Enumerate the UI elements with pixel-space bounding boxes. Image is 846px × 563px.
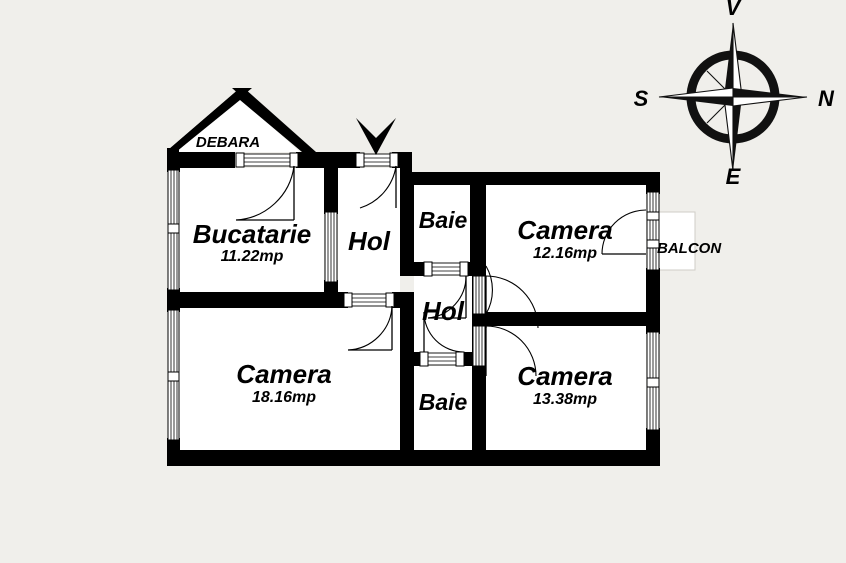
window-bucatarie-hol xyxy=(324,211,338,283)
compass-point-w-dark xyxy=(659,97,733,106)
doors xyxy=(235,152,647,377)
room-fill-camera-ne xyxy=(486,185,646,313)
wall-debara-roof-b xyxy=(232,88,316,152)
room-fill-camera-sw xyxy=(178,306,400,452)
label-hol-top: Hol xyxy=(348,226,391,256)
compass-point-n-dark xyxy=(724,23,733,97)
wall-holmid-left-a xyxy=(400,292,414,366)
room-fill-hol-top xyxy=(338,168,400,294)
door-holmid-upper xyxy=(485,265,493,315)
door-entrance-hol xyxy=(355,152,399,209)
label-camera-ne: Camera xyxy=(517,215,612,245)
room-fill-camera-se xyxy=(486,326,646,452)
label-debara: DEBARA xyxy=(196,134,260,151)
wall-camera-sw-top-right xyxy=(392,292,414,308)
window-right-lower xyxy=(646,331,660,431)
label-bucatarie: Bucatarie xyxy=(193,219,312,249)
wall-baie-top-right xyxy=(470,185,486,275)
door-baie-top xyxy=(423,261,469,319)
label-camera-sw-area: 18.16mp xyxy=(252,389,316,406)
window-left-upper xyxy=(167,169,180,291)
compass-point-e-light xyxy=(732,96,808,107)
compass-label-top: V xyxy=(726,0,743,20)
wall-baie-top-bottom-left xyxy=(400,262,426,276)
compass-point-s-dark xyxy=(733,97,742,171)
wall-baie-top-bottom-right xyxy=(466,262,486,276)
wall-bucatarie-right-a xyxy=(324,164,338,214)
wall-right-seg-1 xyxy=(646,172,660,194)
room-fill-baie-top xyxy=(414,185,472,263)
wall-debara-roof-a xyxy=(168,88,252,152)
label-bucatarie-area: 11.22mp xyxy=(221,248,284,265)
wall-bucatarie-top-left xyxy=(167,152,235,168)
wall-right-seg-2 xyxy=(646,268,660,334)
compass-rose: V N E S xyxy=(634,0,835,189)
wall-holmid-left-b xyxy=(400,366,414,452)
wall-bottom-exterior xyxy=(167,450,660,466)
wall-baie-top-left xyxy=(400,172,414,274)
label-balcon: BALCON xyxy=(657,240,722,257)
wall-baie-bot-top-left xyxy=(400,352,424,366)
label-baie-bottom: Baie xyxy=(419,389,468,415)
door-camera-ne xyxy=(485,275,539,329)
wall-hol-top-left xyxy=(332,152,360,168)
room-labels: DEBARA Bucatarie 11.22mp Hol Baie Camera… xyxy=(193,134,723,415)
compass-label-bottom: E xyxy=(726,164,742,189)
label-hol-mid: Hol xyxy=(422,296,465,326)
balcony-area xyxy=(656,211,696,271)
door-balcony xyxy=(601,209,647,255)
door-debara-bucatarie xyxy=(235,152,299,221)
window-left-lower xyxy=(167,309,180,441)
wall-corner-nub xyxy=(400,152,412,174)
room-fill-bucatarie xyxy=(178,168,324,294)
wall-bucatarie-bottom xyxy=(167,292,343,308)
window-right-upper xyxy=(646,191,660,271)
door-camera-se xyxy=(485,325,537,377)
label-camera-se: Camera xyxy=(517,361,612,391)
label-baie-top: Baie xyxy=(419,207,468,233)
room-fill-debara xyxy=(176,98,300,152)
door-camera-sw xyxy=(343,292,395,351)
door-baie-bottom xyxy=(419,311,465,367)
entrance-arrow-notch xyxy=(356,112,396,138)
window-holmid-right-lower xyxy=(472,325,486,367)
windows xyxy=(167,169,660,441)
room-fill-baie-bot xyxy=(414,366,472,452)
room-fills xyxy=(176,98,646,452)
label-camera-sw: Camera xyxy=(236,359,331,389)
label-camera-ne-area: 12.16mp xyxy=(533,245,597,262)
wall-top-right-wing xyxy=(400,172,658,185)
window-holmid-right xyxy=(472,275,486,315)
compass-point-e-dark xyxy=(733,88,807,97)
wall-camera-ne-bottom xyxy=(472,312,646,326)
wall-left-seg-1 xyxy=(167,152,180,172)
compass-label-left: S xyxy=(634,86,649,111)
wall-holmid-right-c xyxy=(472,366,486,452)
label-camera-se-area: 13.38mp xyxy=(533,391,597,408)
compass-label-right: N xyxy=(818,86,835,111)
